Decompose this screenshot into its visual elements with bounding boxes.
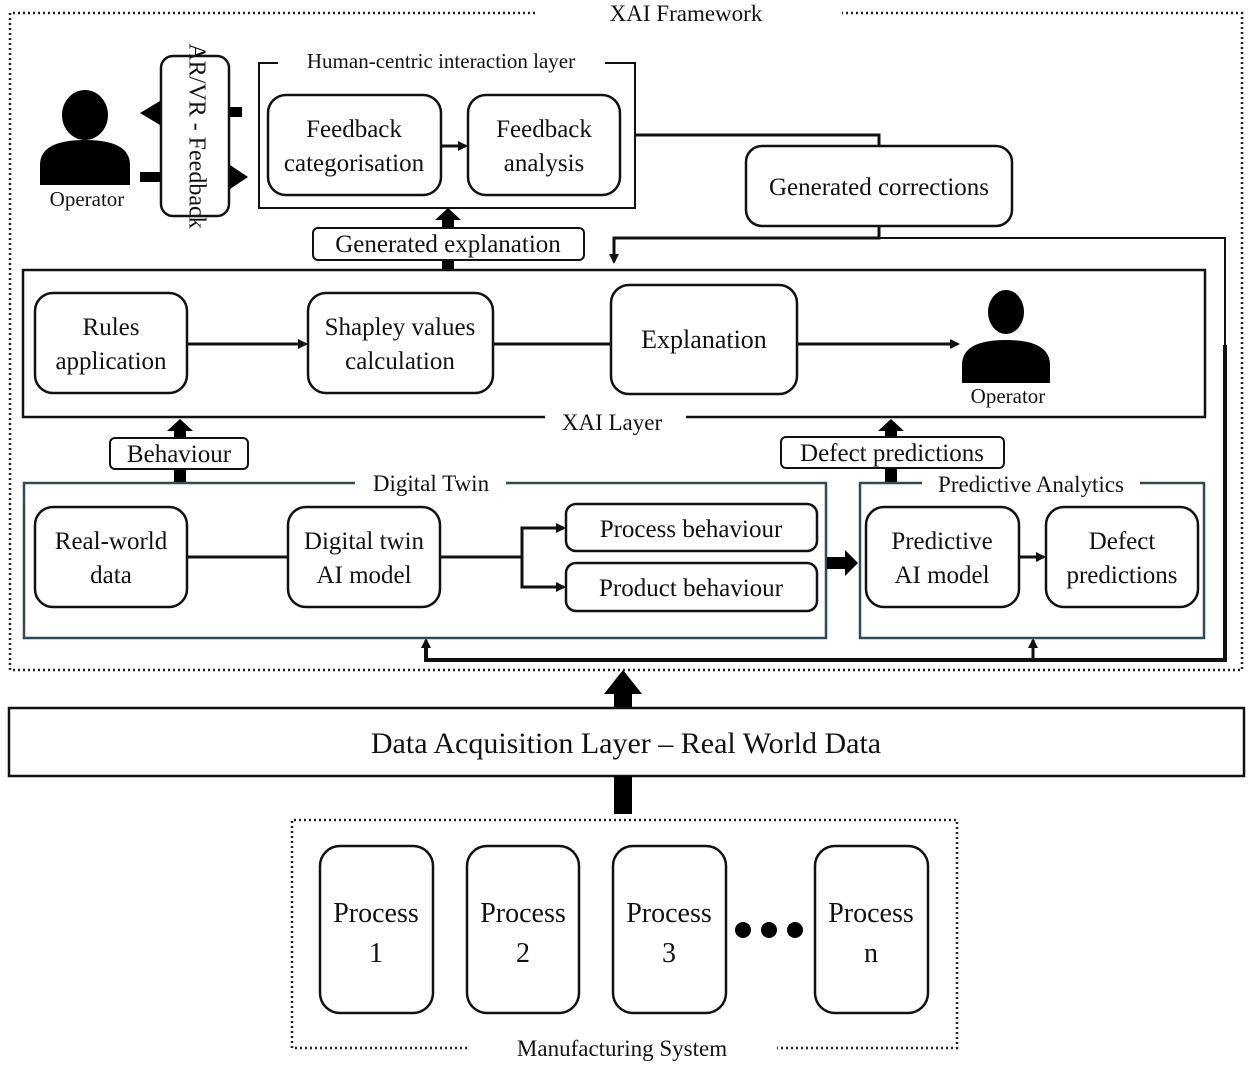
svg-text:Process: Process xyxy=(333,898,419,929)
arrow-to-product-behaviour xyxy=(520,557,566,592)
operator-label: Operator xyxy=(971,384,1046,408)
svg-text:Rules: Rules xyxy=(83,314,140,341)
svg-text:calculation: calculation xyxy=(345,348,455,375)
arrow-dt-to-predictive-icon xyxy=(827,550,858,576)
xai-framework-container: XAI Framework xyxy=(8,1,1244,672)
arrow-acquisition-to-framework-icon xyxy=(604,670,642,708)
svg-text:1: 1 xyxy=(369,938,383,969)
digital-twin-title: Digital Twin xyxy=(373,471,490,496)
defect-predictions-box: Defect predictions xyxy=(1044,505,1200,609)
arvr-feedback-box: AR/VR - Feedback xyxy=(140,43,248,229)
xai-layer-title: XAI Layer xyxy=(562,410,663,435)
process-behaviour-box: Process behaviour xyxy=(564,502,819,553)
rules-application-box: Rules application xyxy=(33,291,189,395)
operator-icon xyxy=(40,90,130,185)
behaviour-tag: Behaviour xyxy=(109,419,249,483)
svg-text:application: application xyxy=(55,348,167,375)
svg-text:Shapley values: Shapley values xyxy=(325,314,476,341)
arrow-from-operator-icon xyxy=(140,165,248,189)
svg-text:Generated corrections: Generated corrections xyxy=(769,174,989,201)
process-box: Process 1 xyxy=(318,844,435,1015)
svg-text:Generated explanation: Generated explanation xyxy=(335,231,561,258)
svg-text:Process behaviour: Process behaviour xyxy=(600,516,783,543)
digital-twin-panel: Digital Twin Real-world data Digital twi… xyxy=(22,471,828,640)
svg-text:Defect: Defect xyxy=(1089,528,1156,555)
svg-text:AI model: AI model xyxy=(894,562,989,589)
human-centric-layer: Human-centric interaction layer Feedback… xyxy=(258,49,636,209)
svg-text:Process: Process xyxy=(480,898,566,929)
operator-xai: Operator xyxy=(962,290,1050,408)
connector-analysis-to-corrections xyxy=(635,133,881,147)
product-behaviour-box: Product behaviour xyxy=(564,561,819,613)
svg-text:Real-world: Real-world xyxy=(55,528,168,555)
svg-text:Behaviour: Behaviour xyxy=(127,441,232,468)
arvr-label: AR/VR - Feedback xyxy=(183,43,209,228)
operator-icon xyxy=(962,290,1050,383)
operator-top: Operator xyxy=(40,90,130,211)
ellipsis-icon xyxy=(735,922,803,938)
digital-twin-model-box: Digital twin AI model xyxy=(286,505,442,609)
explanation-box: Explanation xyxy=(609,283,799,396)
svg-text:analysis: analysis xyxy=(504,150,585,177)
xai-layer: XAI Layer Rules application Shapley valu… xyxy=(21,268,1207,435)
process-box: Process n xyxy=(813,844,930,1015)
feedback-analysis-box: Feedback analysis xyxy=(466,93,622,197)
data-acquisition-layer: Data Acquisition Layer – Real World Data xyxy=(7,706,1246,778)
defect-predictions-tag: Defect predictions xyxy=(780,419,1005,482)
svg-text:2: 2 xyxy=(516,938,530,969)
process-box: Process 3 xyxy=(611,844,728,1015)
generated-explanation-tag: Generated explanation xyxy=(312,208,585,269)
svg-text:n: n xyxy=(864,938,878,969)
svg-text:Process: Process xyxy=(626,898,712,929)
svg-text:categorisation: categorisation xyxy=(284,150,425,177)
svg-text:data: data xyxy=(90,562,132,589)
generated-corrections-box: Generated corrections xyxy=(744,144,1014,228)
manufacturing-title: Manufacturing System xyxy=(517,1036,727,1061)
process-box: Process 2 xyxy=(465,844,581,1015)
human-layer-title: Human-centric interaction layer xyxy=(307,49,575,73)
svg-text:Defect predictions: Defect predictions xyxy=(800,440,984,467)
svg-text:predictions: predictions xyxy=(1066,562,1177,589)
shapley-values-box: Shapley values calculation xyxy=(306,291,495,395)
manufacturing-system: Manufacturing System Process 1 Process 2… xyxy=(290,818,959,1061)
svg-text:Feedback: Feedback xyxy=(306,116,402,143)
arrow-to-process-behaviour xyxy=(520,523,566,557)
predictive-analytics-title: Predictive Analytics xyxy=(938,472,1124,497)
connector-manufacturing-to-acquisition xyxy=(614,776,632,814)
svg-text:Explanation: Explanation xyxy=(641,325,767,354)
connector-corrections-to-xai xyxy=(609,226,881,264)
predictive-model-box: Predictive AI model xyxy=(864,505,1021,609)
svg-text:Product behaviour: Product behaviour xyxy=(599,575,784,602)
arrow-to-operator-icon xyxy=(140,101,242,125)
svg-text:Data Acquisition Layer – Real: Data Acquisition Layer – Real World Data xyxy=(371,727,881,760)
svg-text:AI model: AI model xyxy=(316,562,411,589)
feedback-categorisation-box: Feedback categorisation xyxy=(266,93,443,197)
operator-label: Operator xyxy=(50,187,125,211)
framework-title: XAI Framework xyxy=(610,1,763,26)
svg-text:Predictive: Predictive xyxy=(891,528,992,555)
svg-text:Digital twin: Digital twin xyxy=(304,528,425,555)
svg-text:Process: Process xyxy=(828,898,914,929)
predictive-analytics-panel: Predictive Analytics Predictive AI model… xyxy=(858,472,1206,640)
real-world-data-box: Real-world data xyxy=(33,505,189,609)
svg-text:Feedback: Feedback xyxy=(496,116,592,143)
svg-text:3: 3 xyxy=(662,938,676,969)
